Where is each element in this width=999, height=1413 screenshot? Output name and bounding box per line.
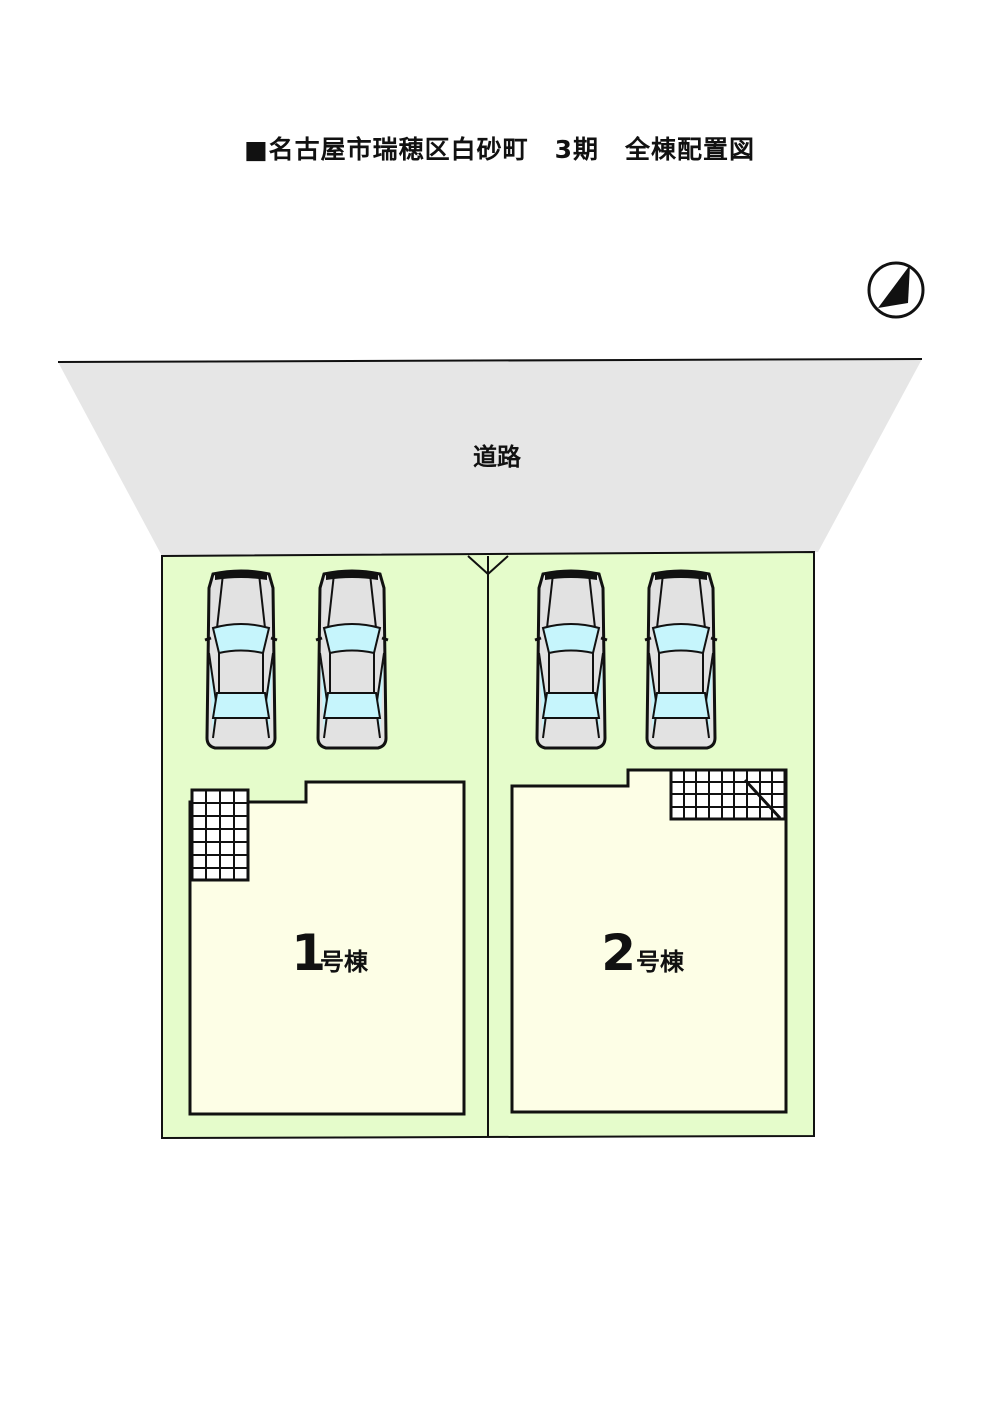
house-2: 2 号棟 — [510, 768, 788, 1114]
parking-car-4 — [643, 569, 719, 750]
deck-grid-2 — [669, 768, 787, 821]
road-label: 道路 — [473, 443, 522, 471]
road: 道路 — [57, 358, 923, 556]
deck-grid-1 — [190, 788, 250, 882]
parking-car-1 — [203, 569, 279, 750]
house-2-suffix: 号棟 — [636, 948, 685, 976]
house-1-number: 1 — [291, 924, 326, 982]
house-1-suffix: 号棟 — [320, 948, 369, 976]
house-2-number: 2 — [601, 924, 636, 982]
north-arrow-icon — [867, 261, 925, 319]
boundary-marker — [467, 555, 509, 576]
parking-car-2 — [314, 569, 390, 750]
house-1: 1 号棟 — [188, 780, 466, 1116]
page-title: ■名古屋市瑞穂区白砂町 3期 全棟配置図 — [243, 135, 756, 164]
parking-car-3 — [533, 569, 609, 750]
